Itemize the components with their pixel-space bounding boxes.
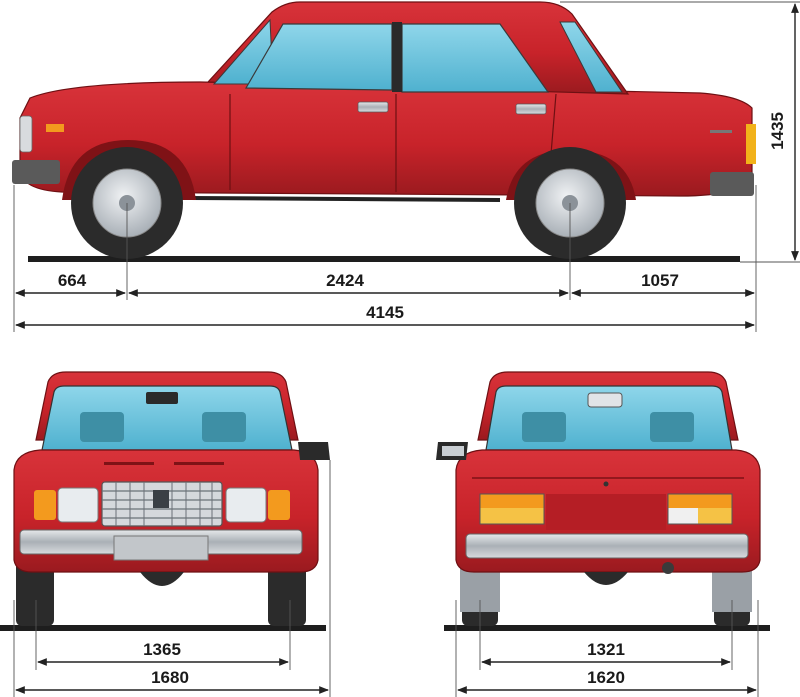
front-plate	[113, 535, 209, 561]
side-view	[12, 1, 756, 262]
front-badge	[153, 490, 169, 508]
rear-seat-right	[650, 412, 694, 442]
rear-bumper	[465, 533, 749, 559]
front-door-handle	[357, 101, 389, 113]
front-grille	[101, 481, 223, 527]
front-right-headlight	[225, 487, 267, 523]
rear-left-tail-light	[479, 493, 545, 525]
front-left-headlight	[57, 487, 99, 523]
rear-view	[436, 371, 770, 631]
hood-vent-right	[174, 462, 224, 465]
height-label: 1435	[768, 112, 787, 150]
front-ground-line	[0, 625, 326, 631]
side-rear-windshield	[559, 21, 623, 93]
front-underside	[140, 572, 184, 586]
front-seat-right	[202, 412, 246, 442]
front-side-mirror	[298, 442, 330, 460]
front-width-label: 1680	[151, 668, 189, 687]
front-track-label: 1365	[143, 640, 181, 659]
side-sill-trim	[189, 196, 501, 202]
exhaust-pipe	[662, 562, 674, 574]
front-right-indicator	[268, 490, 290, 520]
rear-underside	[584, 572, 628, 585]
rear-dimensions: 1321 1620	[455, 600, 759, 697]
trunk-lock	[603, 481, 609, 487]
side-ground-line	[28, 256, 740, 262]
side-front-indicator	[46, 124, 64, 132]
rear-overhang-label: 1057	[641, 271, 679, 290]
rear-width-label: 1620	[587, 668, 625, 687]
rear-side-mirror-glass	[442, 446, 464, 456]
front-overhang-label: 664	[58, 271, 87, 290]
rear-track-label: 1321	[587, 640, 625, 659]
rear-right-tail-light	[667, 493, 733, 525]
side-headlight	[19, 115, 33, 153]
overall-length-label: 4145	[366, 303, 404, 322]
rear-seat-left	[522, 412, 566, 442]
hood-vent-left	[104, 462, 154, 465]
rear-door-handle	[515, 103, 547, 115]
front-view	[0, 371, 330, 631]
rear-inner-mirror	[587, 392, 623, 408]
side-rear-marker	[710, 130, 732, 133]
front-dimensions: 1365 1680	[13, 460, 331, 697]
side-dimensions: 664 2424 1057 4145 1435	[13, 1, 800, 332]
side-rear-bumper	[710, 172, 754, 196]
wheelbase-label: 2424	[326, 271, 364, 290]
side-front-bumper	[12, 160, 60, 184]
rear-ground-line	[444, 625, 770, 631]
front-seat-left	[80, 412, 124, 442]
rear-plate-area	[546, 494, 666, 530]
front-left-indicator	[34, 490, 56, 520]
side-b-pillar	[392, 22, 402, 92]
front-rear-view-mirror	[146, 392, 178, 404]
side-tail-light	[746, 124, 756, 164]
